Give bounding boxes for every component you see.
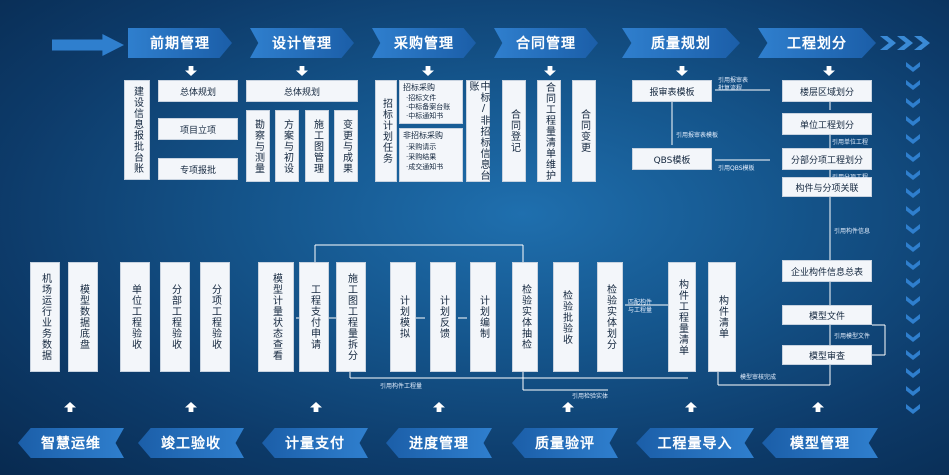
- design-col[interactable]: 施工图管理: [305, 110, 329, 182]
- schedule-box[interactable]: 计划模拟: [390, 262, 416, 372]
- procure-nontender-item: ·成交通知书: [406, 163, 444, 171]
- model-label: 模型审核完成: [740, 374, 777, 381]
- procure-tender-item: ·中标通知书: [406, 112, 444, 120]
- procure-tender-item: ·招标文件: [406, 94, 437, 102]
- procure-tender-title: 招标采购: [403, 83, 435, 92]
- schedule-box[interactable]: 计划编制: [470, 262, 496, 372]
- contract-col[interactable]: 合同登记: [502, 80, 526, 182]
- contract-col[interactable]: 合同工程量清单维护: [537, 80, 561, 182]
- stage-quality-eval[interactable]: 质量验评: [512, 428, 618, 458]
- prelim-item[interactable]: 专项报批: [158, 158, 238, 180]
- arrow-down-icon: [676, 66, 688, 76]
- link-label: 引用构件工程量: [380, 383, 423, 390]
- model-item[interactable]: 模型文件: [782, 305, 872, 325]
- arrow-up-icon: [562, 402, 574, 412]
- qp-label: 引用报审表: [718, 77, 749, 84]
- prelim-item[interactable]: 总体规划: [158, 80, 238, 102]
- procure-nontender-title: 非招标采购: [403, 131, 443, 140]
- arrow-up-icon: [64, 402, 76, 412]
- procure-tender-item: ·中标备案台账: [406, 103, 451, 111]
- stage-quality-plan[interactable]: 质量规划: [622, 28, 740, 58]
- procure-plan[interactable]: 招标计划任务: [375, 80, 397, 182]
- arrow-down-icon: [823, 66, 835, 76]
- model-item[interactable]: 企业构件信息总表: [782, 260, 872, 282]
- prelim-ledger[interactable]: 建设信息报批台账: [124, 80, 150, 180]
- stage-prelim[interactable]: 前期管理: [128, 28, 232, 58]
- link-label: 与工程量: [628, 307, 653, 314]
- stage-division[interactable]: 工程划分: [758, 28, 876, 58]
- qeval-box[interactable]: 检验实体划分: [597, 262, 623, 372]
- procure-ledger[interactable]: 中标/非招标信息台账: [466, 80, 490, 182]
- division-item[interactable]: 楼层区域划分: [782, 80, 872, 102]
- arrow-up-icon: [433, 402, 445, 412]
- stage-acceptance[interactable]: 竣工验收: [138, 428, 244, 458]
- stage-design[interactable]: 设计管理: [250, 28, 354, 58]
- division-item[interactable]: 单位工程划分: [782, 113, 872, 135]
- procure-tender-group[interactable]: 招标采购 ·招标文件 ·中标备案台账 ·中标通知书: [399, 80, 463, 124]
- procure-nontender-group[interactable]: 非招标采购 ·采购请示 ·采购结果 ·成交通知书: [399, 128, 463, 182]
- stage-schedule[interactable]: 进度管理: [386, 428, 492, 458]
- contract-col[interactable]: 合同变更: [572, 80, 596, 182]
- arrow-down-icon: [185, 66, 197, 76]
- arrow-up-icon: [310, 402, 322, 412]
- division-label: 引用构件信息: [834, 228, 871, 235]
- division-item[interactable]: 分部分项工程划分: [782, 148, 872, 170]
- stage-model[interactable]: 模型管理: [762, 428, 878, 458]
- arrow-up-icon: [185, 402, 197, 412]
- schedule-box[interactable]: 计划反馈: [430, 262, 456, 372]
- stage-procure[interactable]: 采购管理: [372, 28, 476, 58]
- qeval-box[interactable]: 检验批验收: [553, 262, 579, 372]
- link-label: 引用检验实体: [572, 393, 609, 400]
- procure-nontender-item: ·采购结果: [406, 153, 437, 161]
- stage-qty-import[interactable]: 工程量导入: [636, 428, 754, 458]
- division-label: 引用单位工程: [832, 139, 869, 146]
- design-col[interactable]: 方案与初设: [275, 110, 299, 182]
- measure-box[interactable]: 模型计量状态查看: [258, 262, 294, 372]
- design-top[interactable]: 总体规划: [246, 80, 358, 102]
- accept-box[interactable]: 分项工程验收: [200, 262, 230, 372]
- stage-contract[interactable]: 合同管理: [494, 28, 598, 58]
- stage-ops[interactable]: 智慧运维: [18, 428, 124, 458]
- design-col[interactable]: 勘察与测量: [246, 110, 270, 182]
- model-label: 引用模型文件: [834, 333, 871, 340]
- accept-box[interactable]: 单位工程验收: [120, 262, 150, 372]
- qeval-box[interactable]: 检验实体抽检: [512, 262, 538, 372]
- qp-label: 批复流程: [718, 85, 743, 92]
- division-item[interactable]: 构件与分项关联: [782, 177, 872, 197]
- qty-box[interactable]: 构件工程量清单: [668, 262, 696, 372]
- qp-approval-template[interactable]: 报审表模板: [632, 80, 712, 102]
- qp-label: 引用报审表模板: [676, 132, 719, 139]
- link-label: 匹配构件: [628, 299, 653, 306]
- arrow-down-icon: [422, 66, 434, 76]
- design-col[interactable]: 变更与成果: [334, 110, 358, 182]
- prelim-item[interactable]: 项目立项: [158, 118, 238, 140]
- lead-arrow: [52, 34, 124, 56]
- model-item[interactable]: 模型审查: [782, 345, 872, 365]
- ops-box[interactable]: 模型数据底盘: [68, 262, 98, 372]
- measure-box[interactable]: 工程支付申请: [299, 262, 329, 372]
- ops-box[interactable]: 机场运行业务数据: [30, 262, 60, 372]
- arrow-up-icon: [685, 402, 697, 412]
- division-label: 引用分项工程: [832, 174, 869, 181]
- measure-box[interactable]: 施工图工程量拆分: [336, 262, 366, 372]
- arrow-down-icon: [296, 66, 308, 76]
- accept-box[interactable]: 分部工程验收: [160, 262, 190, 372]
- arrow-down-icon: [544, 66, 556, 76]
- procure-nontender-item: ·采购请示: [406, 143, 437, 151]
- qty-box[interactable]: 构件清单: [708, 262, 736, 372]
- qp-qbs-template[interactable]: QBS模板: [632, 148, 712, 170]
- qp-label: 引用QBS模板: [718, 165, 755, 172]
- stage-measure[interactable]: 计量支付: [262, 428, 368, 458]
- arrow-up-icon: [812, 402, 824, 412]
